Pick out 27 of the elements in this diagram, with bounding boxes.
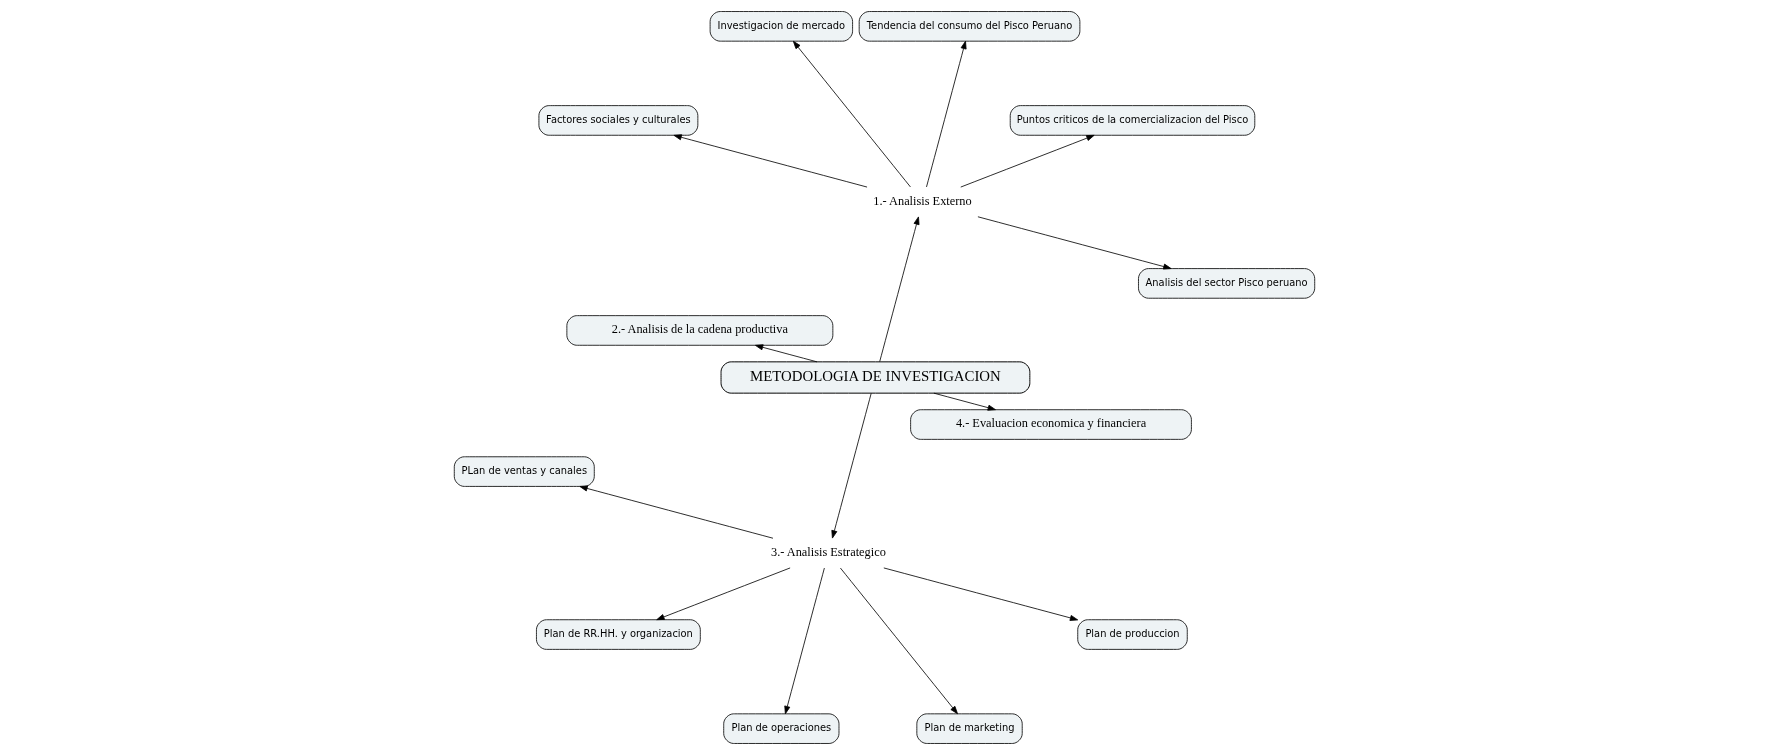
arrow (655, 567, 791, 621)
node-box: 4.- Evaluacion economica y financiera (909, 409, 1192, 440)
arrow (792, 40, 911, 188)
node-box: Analisis del sector Pisco peruano (1137, 268, 1315, 299)
arrow (830, 392, 872, 539)
node-box: Plan de produccion (1076, 619, 1188, 650)
node-box: Investigacion de mercado (709, 11, 853, 42)
node-box: Tendencia del consumo del Pisco Peruano (858, 11, 1080, 42)
arrow (878, 216, 919, 363)
node-box: Plan de RR.HH. y organizacion (535, 619, 701, 650)
arrow (925, 40, 967, 188)
arrow (673, 134, 867, 188)
arrow (578, 485, 773, 539)
node-box: Factores sociales y culturales (538, 105, 698, 136)
arrow (977, 216, 1171, 270)
arrow (959, 134, 1095, 188)
node-box: METODOLOGIA DE INVESTIGACION (720, 361, 1030, 394)
arrow (783, 567, 825, 715)
node-box: Plan de marketing (915, 713, 1023, 744)
node-text: 3.- Analisis Estrategico (770, 544, 886, 559)
node-box: 2.- Analisis de la cadena productiva (565, 315, 833, 346)
node-box: PLan de ventas y canales (453, 456, 595, 487)
arrow (839, 567, 958, 715)
node-text: 1.- Analisis Externo (872, 193, 972, 208)
node-box: Plan de operaciones (722, 713, 839, 744)
arrow (882, 567, 1078, 621)
node-box: Puntos criticos de la comercializacion del Pisco (1009, 105, 1255, 136)
